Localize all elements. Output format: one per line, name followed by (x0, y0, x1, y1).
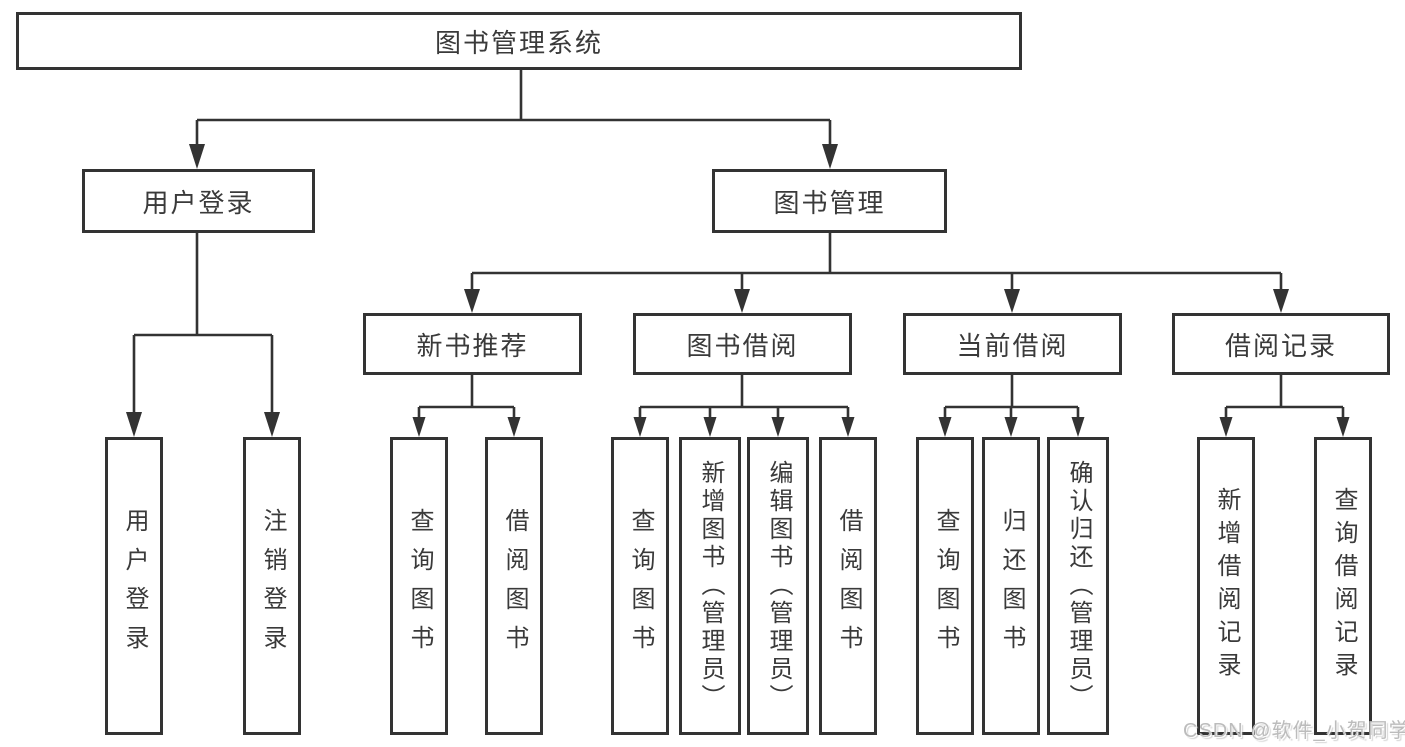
csdn-watermark: CSDN @软件_小贺同学 (1183, 720, 1405, 742)
node-library-system: 图书管理系统 (16, 12, 1022, 70)
leaf-label: 编辑图书（管理员） (765, 460, 792, 712)
node-borrowing-records: 借阅记录 (1172, 313, 1390, 375)
leaf-label: 查询图书 (932, 508, 959, 664)
leaf-add-borrow-record: 新增借阅记录 (1197, 437, 1255, 735)
leaf-label: 注销登录 (259, 508, 286, 664)
leaf-query-books-borrowing: 查询图书 (611, 437, 669, 735)
leaf-label: 确认归还（管理员） (1065, 460, 1092, 712)
node-label: 图书管理 (773, 187, 886, 218)
leaf-edit-books-admin: 编辑图书（管理员） (747, 437, 809, 735)
leaf-add-books-admin: 新增图书（管理员） (679, 437, 741, 735)
leaf-label: 归还图书 (998, 508, 1025, 664)
node-book-management: 图书管理 (712, 169, 947, 233)
leaf-query-borrow-record: 查询借阅记录 (1314, 437, 1372, 735)
node-label: 新书推荐 (416, 330, 529, 361)
leaf-logout-login: 注销登录 (243, 437, 301, 735)
leaf-label: 新增图书（管理员） (697, 460, 724, 712)
node-user-login: 用户登录 (82, 169, 315, 233)
leaf-label: 用户登录 (121, 508, 148, 664)
leaf-confirm-return-admin: 确认归还（管理员） (1047, 437, 1109, 735)
leaf-query-books-current: 查询图书 (916, 437, 974, 735)
leaf-return-books: 归还图书 (982, 437, 1040, 735)
node-current-borrowing: 当前借阅 (903, 313, 1122, 375)
leaf-label: 查询图书 (406, 508, 433, 664)
node-label: 当前借阅 (956, 330, 1069, 361)
leaf-user-login: 用户登录 (105, 437, 163, 735)
leaf-label: 借阅图书 (835, 508, 862, 664)
node-book-borrowing: 图书借阅 (633, 313, 852, 375)
node-label: 图书借阅 (686, 330, 799, 361)
node-label: 借阅记录 (1224, 330, 1337, 361)
arrowheads (126, 144, 1350, 437)
node-label: 用户登录 (142, 187, 255, 218)
leaf-label: 查询图书 (627, 508, 654, 664)
leaf-borrow-books-recommend: 借阅图书 (485, 437, 543, 735)
node-label: 图书管理系统 (434, 27, 603, 58)
node-new-book-recommend: 新书推荐 (363, 313, 582, 375)
leaf-borrow-books-borrowing: 借阅图书 (819, 437, 877, 735)
leaf-label: 借阅图书 (501, 508, 528, 664)
leaf-label: 查询借阅记录 (1330, 487, 1357, 685)
leaf-query-books-recommend: 查询图书 (390, 437, 448, 735)
leaf-label: 新增借阅记录 (1213, 487, 1240, 685)
